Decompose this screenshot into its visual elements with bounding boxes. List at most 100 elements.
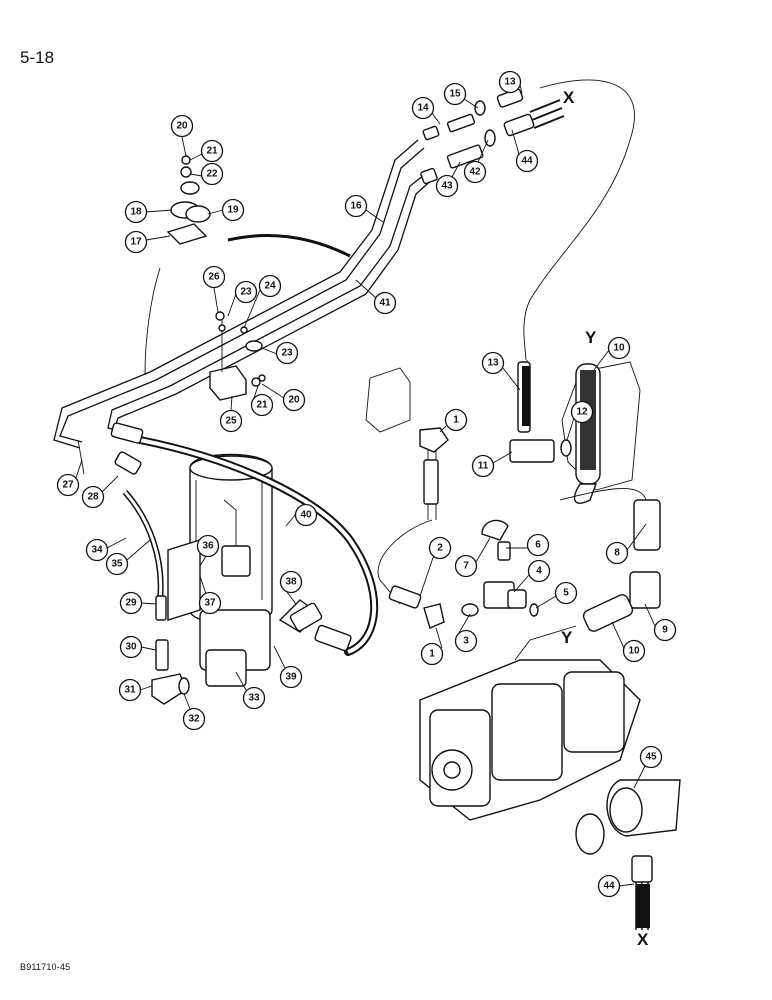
- callout-circle: [258, 274, 282, 298]
- callout-11: 11: [471, 454, 495, 478]
- leader-line: [199, 555, 207, 567]
- callout-circle: [279, 570, 303, 594]
- callout-circle: [118, 678, 142, 702]
- middle-fittings: [377, 427, 539, 629]
- callout-circle: [498, 70, 522, 94]
- callout-21: 21: [200, 139, 224, 163]
- leader-line: [261, 383, 285, 399]
- callout-number: 44: [521, 156, 533, 167]
- callout-41: 41: [373, 291, 397, 315]
- drain-line: [523, 79, 635, 361]
- callout-number: 1: [429, 649, 435, 660]
- callout-circle: [420, 642, 444, 666]
- leader-line: [439, 425, 447, 433]
- page-number: 5-18: [20, 48, 55, 67]
- callout-40: 40: [294, 503, 318, 527]
- callout-35: 35: [105, 552, 129, 576]
- callout-circle: [119, 635, 143, 659]
- callout-circle: [275, 341, 299, 365]
- callout-circle: [198, 591, 222, 615]
- leader-line: [227, 293, 237, 317]
- leader-line: [365, 209, 384, 223]
- callout-number: 38: [285, 577, 297, 588]
- leader-line: [101, 475, 119, 493]
- leader-line: [189, 153, 203, 161]
- leader-line: [431, 112, 441, 125]
- callout-20: 20: [170, 114, 194, 138]
- leader-line: [451, 161, 461, 178]
- callout-circle: [344, 194, 368, 218]
- callout-20: 20: [282, 388, 306, 412]
- callout-number: 21: [206, 146, 218, 157]
- callout-circle: [653, 618, 677, 642]
- callout-43: 43: [435, 174, 459, 198]
- callout-number: 31: [124, 685, 136, 696]
- callout-15: 15: [443, 82, 467, 106]
- callout-circle: [105, 552, 129, 576]
- callout-6: 6: [526, 533, 550, 557]
- callout-circle: [435, 174, 459, 198]
- callout-10: 10: [622, 639, 646, 663]
- callout-2: 2: [428, 536, 452, 560]
- leader-line: [463, 98, 479, 109]
- callout-circle: [56, 473, 80, 497]
- callout-number: 23: [240, 287, 252, 298]
- leader-line: [145, 209, 173, 213]
- callout-circle: [124, 230, 148, 254]
- callout-number: 12: [576, 407, 588, 418]
- hydraulic-pump: [419, 659, 681, 930]
- callout-number: 16: [350, 201, 362, 212]
- callout-circle: [554, 581, 578, 605]
- callout-circle: [481, 351, 505, 375]
- callout-circle: [250, 393, 274, 417]
- callout-number: 10: [628, 646, 640, 657]
- callout-circle: [242, 686, 266, 710]
- callout-circle: [444, 408, 468, 432]
- leader-line: [243, 289, 261, 329]
- leader-line: [593, 349, 610, 371]
- callout-number: 41: [379, 298, 391, 309]
- leader-line: [273, 645, 286, 669]
- callout-1: 1: [444, 408, 468, 432]
- leader-line: [633, 765, 646, 789]
- callout-19: 19: [221, 198, 245, 222]
- callout-number: 7: [463, 561, 469, 572]
- leader-line: [626, 523, 647, 551]
- connection-label-y: Y: [561, 628, 573, 647]
- leader-line: [126, 539, 151, 561]
- callout-circle: [85, 538, 109, 562]
- callout-17: 17: [124, 230, 148, 254]
- leader-line: [618, 883, 635, 887]
- callout-number: 20: [176, 121, 188, 132]
- callout-circle: [81, 485, 105, 509]
- callout-number: 21: [256, 400, 268, 411]
- callout-circle: [234, 280, 258, 304]
- leader-line: [611, 621, 625, 649]
- callout-number: 33: [248, 693, 260, 704]
- callout-37: 37: [198, 591, 222, 615]
- callout-27: 27: [56, 473, 80, 497]
- callout-number: 28: [87, 492, 99, 503]
- callout-number: 29: [125, 598, 137, 609]
- callout-circle: [443, 82, 467, 106]
- leader-line: [189, 173, 203, 177]
- leader-line: [106, 537, 127, 549]
- callout-number: 14: [417, 103, 429, 114]
- callout-7: 7: [454, 554, 478, 578]
- leader-line: [145, 235, 171, 241]
- callout-number: 36: [202, 541, 214, 552]
- callout-45: 45: [639, 745, 663, 769]
- callout-number: 1: [453, 415, 459, 426]
- callout-23: 23: [234, 280, 258, 304]
- callout-4: 4: [527, 559, 551, 583]
- leader-line: [261, 347, 278, 355]
- callout-21: 21: [250, 393, 274, 417]
- callout-circle: [527, 559, 551, 583]
- callout-33: 33: [242, 686, 266, 710]
- callout-12: 12: [570, 400, 594, 424]
- callout-number: 2: [437, 543, 443, 554]
- callout-circle: [200, 139, 224, 163]
- callout-number: 37: [204, 598, 216, 609]
- callout-circle: [607, 336, 631, 360]
